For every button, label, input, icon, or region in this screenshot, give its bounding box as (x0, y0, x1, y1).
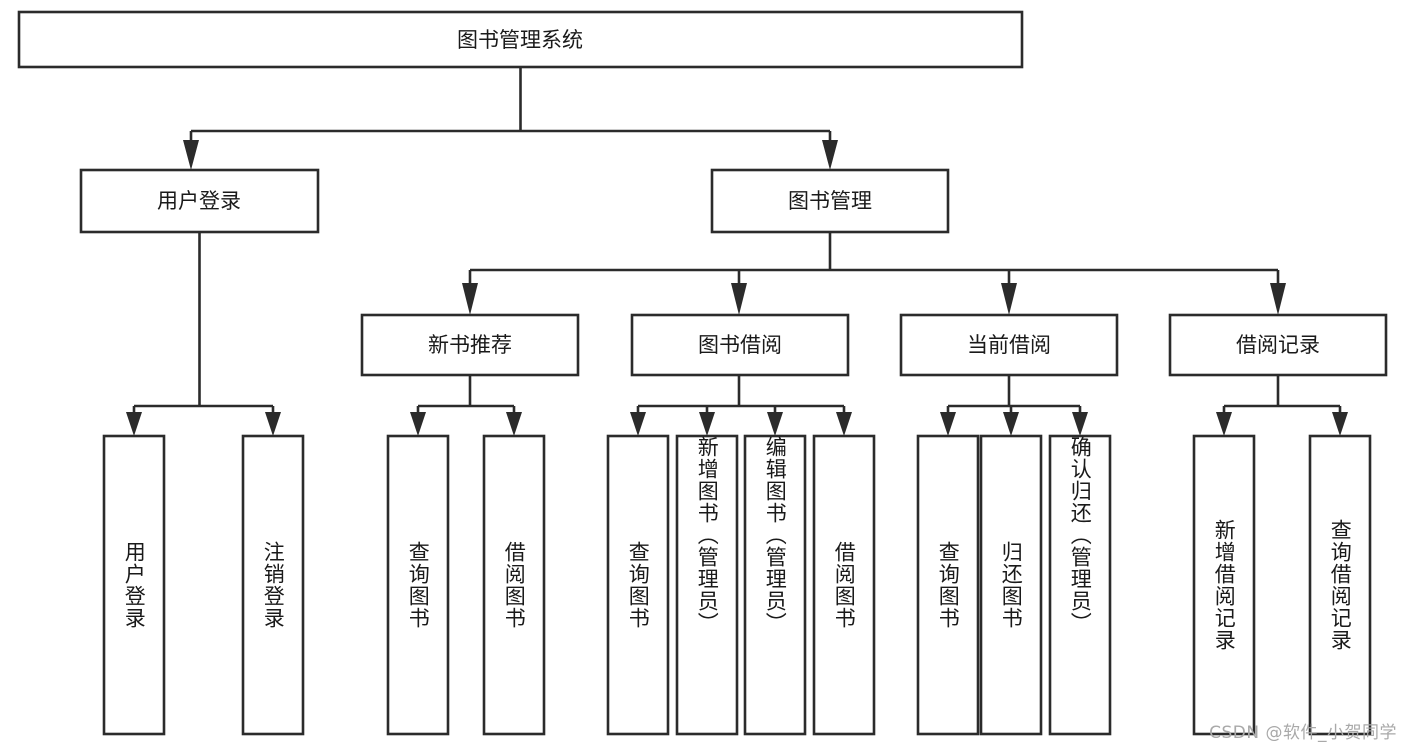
arrow-head-cb-leaf-3 (1072, 412, 1088, 436)
node-borrow-records[interactable]: 借阅记录 (1168, 313, 1388, 377)
arrow-head-cb-leaf-1 (940, 412, 956, 436)
node-book-borrow-box[interactable] (630, 313, 850, 377)
arrow-head-nb-leaf-2 (506, 412, 522, 436)
node-book-manage-box[interactable] (710, 168, 950, 234)
leaf-box-book-borrow-4[interactable] (812, 434, 876, 736)
leaf-box-current-borrow-2[interactable] (979, 434, 1043, 736)
node-book-manage-label: 图书管理 (788, 189, 872, 213)
connector-group-root (183, 67, 838, 170)
leaf-box-user-login-2[interactable] (241, 434, 305, 736)
node-current-borrow-box[interactable] (899, 313, 1119, 377)
node-new-book-recommend[interactable]: 新书推荐 (360, 313, 580, 377)
arrow-head-cb-leaf-2 (1003, 412, 1019, 436)
node-new-book-recommend-box[interactable] (360, 313, 580, 377)
arrow-head-bb-leaf-4 (836, 412, 852, 436)
connector-group-new-book-leaves (410, 375, 522, 436)
node-user-login-box[interactable] (79, 168, 320, 234)
arrow-head-book-manage (822, 140, 838, 170)
leaf-box-book-borrow-1[interactable] (606, 434, 670, 736)
node-current-borrow[interactable]: 当前借阅 (899, 313, 1119, 377)
connector-group-user-login-leaves (126, 232, 281, 436)
arrow-head-leaf-user-login (126, 412, 142, 436)
connector-group-borrow-records-leaves (1216, 375, 1348, 436)
leaf-box-current-borrow-3[interactable] (1048, 434, 1112, 736)
node-borrow-records-label: 借阅记录 (1236, 333, 1320, 357)
node-root-box[interactable] (17, 10, 1024, 69)
arrow-head-br-leaf-2 (1332, 412, 1348, 436)
arrow-head-bb-leaf-3 (767, 412, 783, 436)
node-user-login[interactable]: 用户登录 (79, 168, 320, 234)
leaf-box-book-borrow-3[interactable] (743, 434, 807, 736)
leaf-box-user-login-1[interactable] (102, 434, 166, 736)
arrow-head-new-book (462, 283, 478, 315)
connector-group-book-manage (462, 232, 1286, 315)
arrow-head-br-leaf-1 (1216, 412, 1232, 436)
connector-group-book-borrow-leaves (630, 375, 852, 436)
node-book-manage[interactable]: 图书管理 (710, 168, 950, 234)
leaf-box-book-borrow-2[interactable] (675, 434, 739, 736)
arrow-head-borrow-records (1270, 283, 1286, 315)
node-borrow-records-box[interactable] (1168, 313, 1388, 377)
node-book-borrow-label: 图书借阅 (698, 333, 782, 357)
node-user-login-label: 用户登录 (157, 189, 241, 213)
leaf-box-new-book-2[interactable] (482, 434, 546, 736)
arrow-head-leaf-logout (265, 412, 281, 436)
arrow-head-user-login (183, 140, 199, 170)
arrow-head-bb-leaf-2 (699, 412, 715, 436)
leaf-box-new-book-1[interactable] (386, 434, 450, 736)
node-root[interactable]: 图书管理系统 (17, 10, 1024, 69)
connector-group-current-borrow-leaves (940, 375, 1088, 436)
arrow-head-book-borrow (731, 283, 747, 315)
leaf-box-borrow-records-2[interactable] (1308, 434, 1372, 736)
leaf-box-current-borrow-1[interactable] (916, 434, 980, 736)
arrow-head-bb-leaf-1 (630, 412, 646, 436)
arrow-head-nb-leaf-1 (410, 412, 426, 436)
node-new-book-recommend-label: 新书推荐 (428, 333, 512, 357)
node-current-borrow-label: 当前借阅 (967, 333, 1051, 357)
arrow-head-current-borrow (1001, 283, 1017, 315)
node-root-label: 图书管理系统 (457, 28, 583, 52)
node-book-borrow[interactable]: 图书借阅 (630, 313, 850, 377)
leaf-box-borrow-records-1[interactable] (1192, 434, 1256, 736)
watermark-text: CSDN @软件_小贺同学 (1209, 723, 1397, 743)
